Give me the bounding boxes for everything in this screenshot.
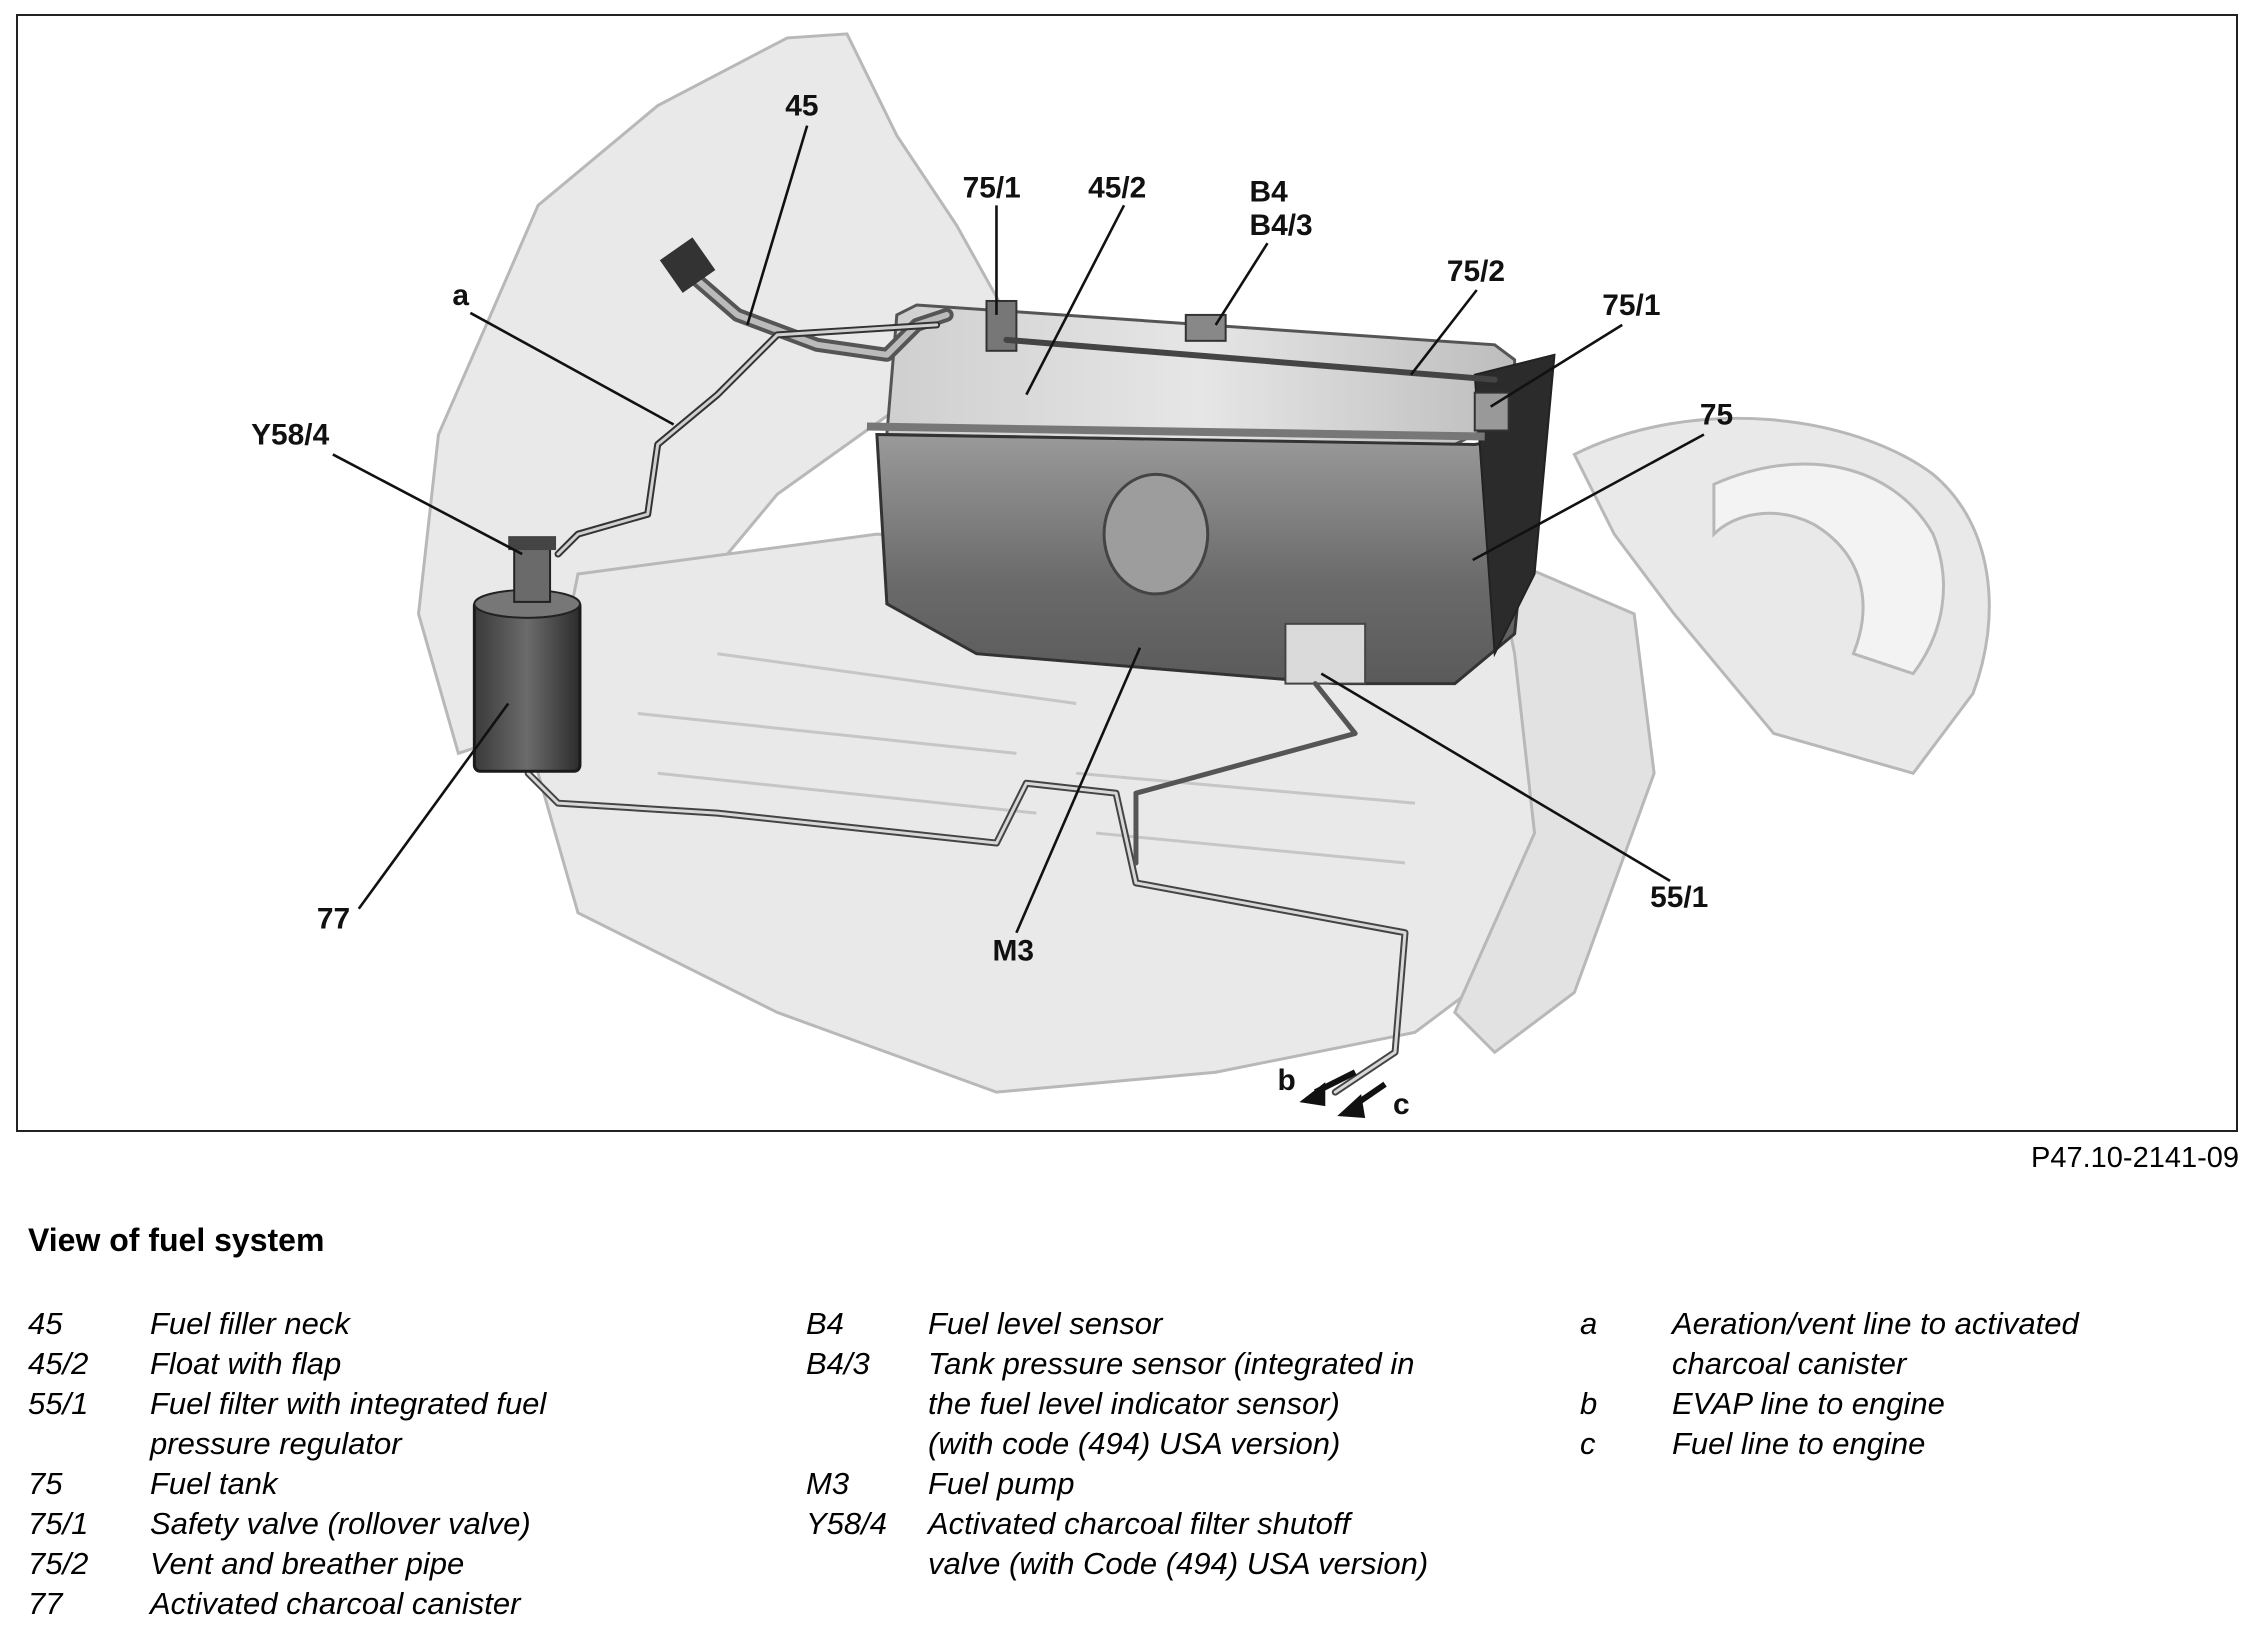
figure-frame: 45 75/1 45/2 B4 B4/3 75/2 75/1 75 a Y58/… — [16, 14, 2238, 1132]
legend-item-key: 77 — [28, 1586, 63, 1621]
callout-a: a — [452, 279, 469, 312]
fuel-filter-housing — [1284, 622, 1367, 685]
legend-item-key: b — [1580, 1386, 1598, 1421]
legend-item-text: Fuel filler neck — [150, 1306, 350, 1341]
evap-line-b-inner — [526, 771, 1407, 1094]
leader-75-2 — [1409, 289, 1478, 376]
callout-55-1: 55/1 — [1650, 881, 1708, 914]
legend-item: 77 Activated charcoal canister — [28, 1584, 748, 1624]
legend-item-key: 45 — [28, 1306, 63, 1341]
legend-item: b EVAP line to engine — [1580, 1384, 2220, 1424]
legend-item-key: 45/2 — [28, 1346, 89, 1381]
leader-m3 — [1015, 647, 1142, 934]
fuel-tank — [866, 299, 1556, 686]
floor-ribs — [637, 652, 1416, 865]
callout-c: c — [1393, 1088, 1410, 1121]
tank-lower-shell — [875, 432, 1537, 686]
callout-m3: M3 — [992, 935, 1034, 968]
callout-75-1-right: 75/1 — [1602, 289, 1660, 322]
tank-vent-fitting-left — [985, 299, 1018, 352]
legend-item-text: Float with flap — [150, 1346, 342, 1381]
legend-item-key: 75/2 — [28, 1546, 89, 1581]
legend-item-key: B4 — [806, 1306, 844, 1341]
legend-item-text: Fuel tank — [150, 1466, 278, 1501]
legend-item-text: Fuel level sensor — [928, 1306, 1163, 1341]
fuel-line-c — [1133, 681, 1358, 866]
callout-b4: B4 — [1250, 175, 1289, 208]
shutoff-valve-y58-4 — [508, 536, 557, 603]
callout-45: 45 — [785, 90, 818, 123]
legend-item: 75 Fuel tank — [28, 1464, 748, 1504]
flow-arrows — [1299, 1069, 1387, 1119]
leader-75-1-right — [1490, 323, 1623, 408]
leader-55-1 — [1320, 672, 1671, 883]
rear-rail — [1453, 551, 1656, 1055]
legend-item: c Fuel line to engine — [1580, 1424, 2220, 1464]
leader-75 — [1472, 433, 1705, 562]
leader-y58-4 — [332, 453, 523, 556]
legend-item-text: Aeration/vent line to activated charcoal… — [1672, 1306, 2079, 1381]
legend-item-key: B4/3 — [806, 1346, 870, 1381]
fuel-system-illustration: 45 75/1 45/2 B4 B4/3 75/2 75/1 75 a Y58/… — [251, 32, 1991, 1121]
wheel-arch-inner — [1712, 462, 1945, 676]
legend-item-key: 75 — [28, 1466, 63, 1501]
callout-b4-3: B4/3 — [1250, 209, 1313, 242]
tank-vent-fitting-right — [1473, 391, 1510, 432]
caption-title: View of fuel system — [28, 1222, 325, 1258]
arrow-c-head — [1337, 1094, 1366, 1119]
legend-item-text: Fuel filter with integrated fuel pressur… — [150, 1386, 547, 1461]
legend-item: M3 Fuel pump — [806, 1464, 1506, 1504]
filler-cap — [659, 237, 716, 293]
legend-item-key: Y58/4 — [806, 1506, 888, 1541]
legend-item-text: Fuel pump — [928, 1466, 1075, 1501]
legend-item-text: Fuel line to engine — [1672, 1426, 1926, 1461]
leader-a — [469, 311, 675, 426]
legend-item: 75/2 Vent and breather pipe — [28, 1544, 748, 1584]
callout-75: 75 — [1700, 399, 1733, 432]
legend-item: a Aeration/vent line to activated charcoa… — [1580, 1304, 2220, 1384]
vent-line-a-inner — [556, 323, 939, 556]
legend-item: 75/1 Safety valve (rollover valve) — [28, 1504, 748, 1544]
legend-item-key: 75/1 — [28, 1506, 89, 1541]
callout-b: b — [1277, 1064, 1295, 1097]
fuel-lines — [524, 237, 1498, 1096]
figure-code: P47.10-2141-09 — [2031, 1142, 2239, 1174]
callout-75-2: 75/2 — [1447, 255, 1505, 288]
legend-item-key: a — [1580, 1306, 1598, 1341]
callout-labels: 45 75/1 45/2 B4 B4/3 75/2 75/1 75 a Y58/… — [251, 90, 1733, 1121]
leader-45-2 — [1025, 204, 1126, 396]
legend-column-3: a Aeration/vent line to activated charcoa… — [1580, 1304, 2220, 1464]
callout-77: 77 — [317, 903, 350, 936]
legend-item-text: Safety valve (rollover valve) — [150, 1506, 531, 1541]
legend-item-key: M3 — [806, 1466, 850, 1501]
legend-item-text: EVAP line to engine — [1672, 1386, 1945, 1421]
arrow-b-head — [1299, 1082, 1326, 1107]
tank-flange — [866, 422, 1485, 441]
legend-item-key: 55/1 — [28, 1386, 89, 1421]
legend-item-text: Activated charcoal filter shutoff valve … — [928, 1506, 1429, 1581]
legend-item-text: Vent and breather pipe — [150, 1546, 465, 1581]
legend-item: 45/2 Float with flap — [28, 1344, 748, 1384]
legend-item: B4/3 Tank pressure sensor (integrated in … — [806, 1344, 1506, 1464]
leader-b4 — [1214, 242, 1269, 326]
legend-item-text: Tank pressure sensor (integrated in the … — [928, 1346, 1415, 1461]
leader-77 — [357, 702, 510, 910]
callout-45-2: 45/2 — [1088, 171, 1146, 204]
legend-item: B4 Fuel level sensor — [806, 1304, 1506, 1344]
leader-45 — [746, 125, 809, 326]
callout-75-1-left: 75/1 — [963, 171, 1021, 204]
callout-y58-4: Y58/4 — [251, 418, 329, 451]
fuel-pump-housing — [1102, 472, 1210, 596]
legend-item: 45 Fuel filler neck — [28, 1304, 748, 1344]
legend-item-text: Activated charcoal canister — [150, 1586, 521, 1621]
charcoal-canister — [472, 588, 582, 773]
leader-lines — [332, 125, 1705, 934]
legend-item: Y58/4 Activated charcoal filter shutoff v… — [806, 1504, 1506, 1584]
legend-item: 55/1 Fuel filter with integrated fuel pre… — [28, 1384, 748, 1464]
legend-item-key: c — [1580, 1426, 1596, 1461]
